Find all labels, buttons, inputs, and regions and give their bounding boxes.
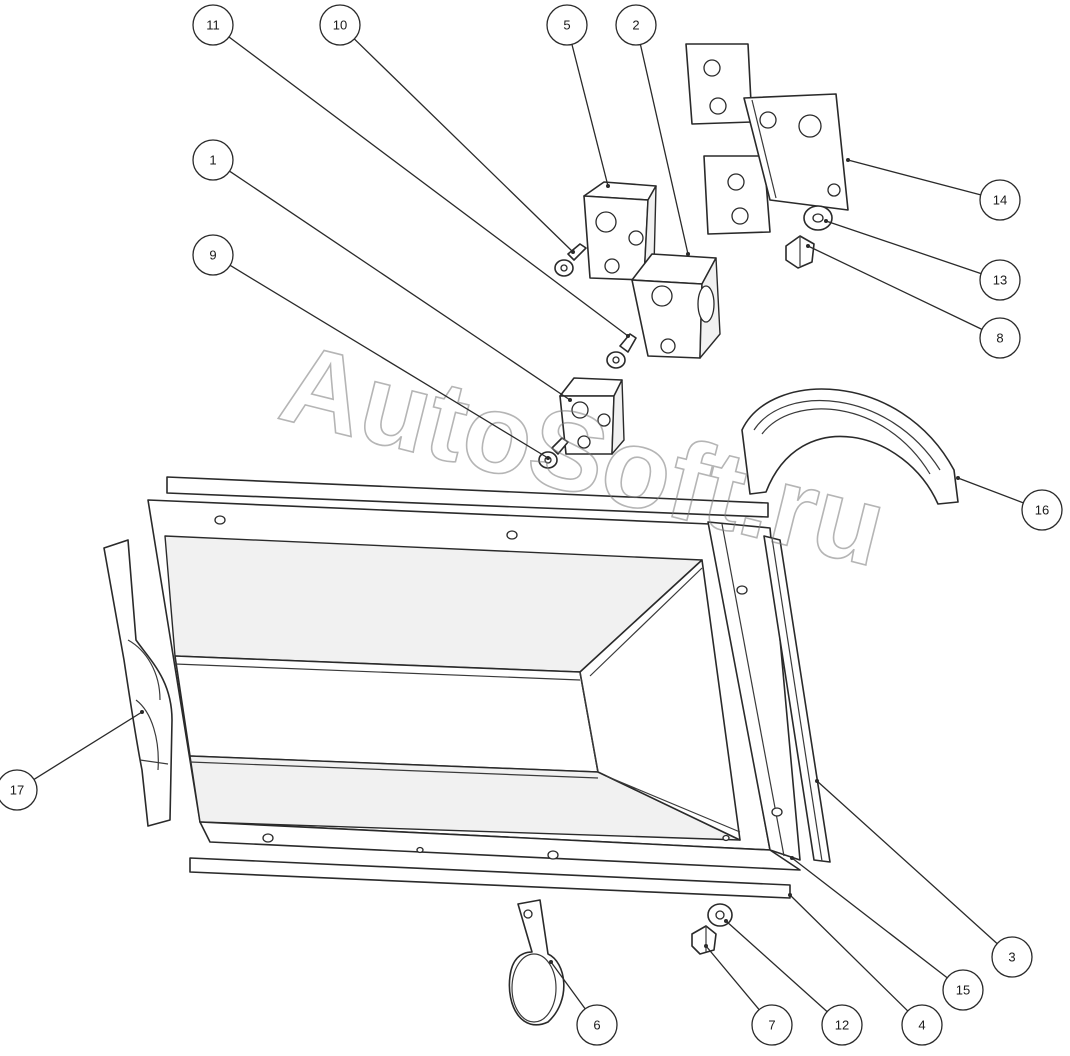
callout-circle xyxy=(0,769,38,811)
leader-dot xyxy=(606,184,610,188)
callout-1: 1 xyxy=(192,139,572,402)
callout-circle xyxy=(821,1004,863,1046)
leader-line xyxy=(825,220,982,275)
leader-line xyxy=(725,920,828,1013)
leader-line xyxy=(353,38,574,253)
callout-10: 10 xyxy=(319,4,575,254)
leader-line xyxy=(228,36,629,337)
callout-number: 4 xyxy=(918,1018,925,1033)
callout-9: 9 xyxy=(192,234,550,460)
callout-circle xyxy=(991,936,1033,978)
callout-number: 6 xyxy=(593,1018,600,1033)
clamp-block-part-1 xyxy=(559,377,625,455)
leader-line xyxy=(639,44,689,255)
clamp-block-part-2 xyxy=(631,253,721,359)
leader-line xyxy=(807,245,983,330)
leader-dot xyxy=(788,893,792,897)
leader-dot xyxy=(571,250,575,254)
leader-dot xyxy=(956,476,960,480)
callout-circle xyxy=(979,317,1021,359)
callout-layer: 11 10 5 2 1 9 14 13 8 16 17 3 15 4 12 7 6 xyxy=(0,4,1063,1046)
callout-8: 8 xyxy=(806,244,1021,359)
clamp-band-part-6 xyxy=(508,899,565,1026)
leader-line xyxy=(847,159,981,196)
leader-dot xyxy=(686,252,690,256)
leader-line xyxy=(791,857,948,979)
leader-dot xyxy=(704,944,708,948)
callout-number: 8 xyxy=(996,331,1003,346)
leader-dot xyxy=(626,334,630,338)
callout-6: 6 xyxy=(549,960,618,1046)
callout-15: 15 xyxy=(790,856,984,1011)
bolt-part-8 xyxy=(785,235,815,269)
callout-number: 11 xyxy=(206,18,220,33)
leader-line xyxy=(229,170,571,401)
callout-circle xyxy=(192,4,234,46)
leader-line xyxy=(705,945,760,1011)
screw-part-10 xyxy=(554,243,587,277)
left-bracket-part xyxy=(103,539,173,827)
callout-number: 13 xyxy=(993,273,1007,288)
leader-dot xyxy=(790,856,794,860)
callout-circle xyxy=(192,234,234,276)
leader-line xyxy=(550,961,586,1010)
hinge-plate-part xyxy=(685,43,849,235)
screw-part-11 xyxy=(606,333,637,369)
leader-dot xyxy=(824,219,828,223)
callout-16: 16 xyxy=(956,476,1063,531)
callout-number: 17 xyxy=(10,783,24,798)
callout-number: 15 xyxy=(956,983,970,998)
leader-dot xyxy=(568,398,572,402)
callout-circle xyxy=(615,4,657,46)
callout-circle xyxy=(979,179,1021,221)
main-frame-part xyxy=(147,476,831,899)
callout-2: 2 xyxy=(615,4,690,256)
leader-dot xyxy=(815,779,819,783)
callout-5: 5 xyxy=(546,4,610,188)
callout-number: 14 xyxy=(993,193,1007,208)
leader-line xyxy=(33,711,143,780)
leader-dot xyxy=(546,456,550,460)
callout-circle xyxy=(1021,489,1063,531)
leader-dot xyxy=(846,158,850,162)
callout-circle xyxy=(576,1004,618,1046)
leader-dot xyxy=(140,710,144,714)
callout-7: 7 xyxy=(704,944,793,1046)
washer-part-13 xyxy=(803,205,833,231)
callout-4: 4 xyxy=(788,893,943,1046)
leader-line xyxy=(957,477,1024,504)
callout-number: 1 xyxy=(209,153,216,168)
leader-dot xyxy=(549,960,553,964)
leader-dot xyxy=(806,244,810,248)
leader-line xyxy=(816,780,998,945)
callout-number: 9 xyxy=(209,248,216,263)
callout-3: 3 xyxy=(815,779,1033,978)
bolt-part-7 xyxy=(691,925,717,955)
leader-line xyxy=(571,44,609,187)
callout-14: 14 xyxy=(846,158,1021,221)
callout-circle xyxy=(751,1004,793,1046)
callout-circle xyxy=(901,1004,943,1046)
callout-number: 16 xyxy=(1035,503,1049,518)
leader-dot xyxy=(724,919,728,923)
callout-number: 10 xyxy=(333,18,347,33)
callout-circle xyxy=(546,4,588,46)
callout-circle xyxy=(319,4,361,46)
callout-circle xyxy=(979,259,1021,301)
callout-number: 7 xyxy=(768,1018,775,1033)
callout-12: 12 xyxy=(724,919,863,1046)
callout-number: 2 xyxy=(632,18,639,33)
callout-circle xyxy=(192,139,234,181)
callout-11: 11 xyxy=(192,4,630,338)
callout-number: 5 xyxy=(563,18,570,33)
leader-line xyxy=(789,894,909,1012)
callout-17: 17 xyxy=(0,710,144,811)
callout-13: 13 xyxy=(824,219,1021,301)
callout-number: 3 xyxy=(1008,950,1015,965)
curved-cover-part xyxy=(741,388,959,505)
leader-line xyxy=(229,264,549,459)
callout-number: 12 xyxy=(835,1018,849,1033)
callout-circle xyxy=(942,969,984,1011)
